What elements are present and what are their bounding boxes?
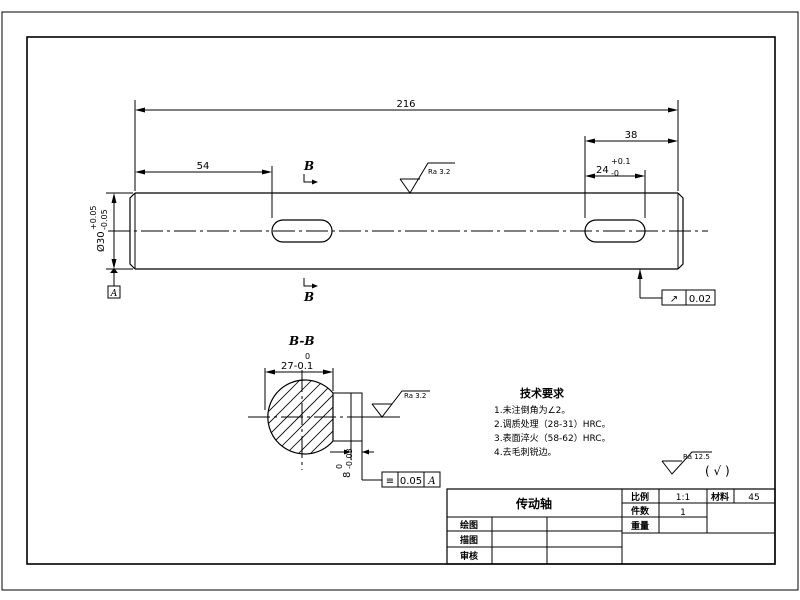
outer-border [1,11,799,591]
svg-text:0: 0 [305,352,310,361]
svg-text:材料: 材料 [710,491,729,503]
svg-text:27-0.1: 27-0.1 [281,361,313,372]
tech-requirements: 技术要求 1.未注倒角为∠2。 2.调质处理（28-31）HRC。 3.表面淬火… [494,386,611,458]
title-block: 传动轴 比例 1:1 材料 45 件数 1 重量 绘图 描图 审核 [446,488,776,565]
svg-text:≡: ≡ [386,476,394,487]
section-view: B-B [248,334,400,470]
roughness-keyway: Ra 3.2 [362,390,430,418]
svg-text:B-B: B-B [288,334,315,348]
dim-section-width: 27-0.1 0 [264,352,334,410]
runout-tolerance: ↗ 0.02 [637,269,716,306]
section-outline [267,379,334,455]
tech-item-4: 4.去毛刺锐边。 [494,446,557,458]
dim-diameter: Ø30 +0.05 -0.05 [89,192,133,270]
svg-text:-0.03: -0.03 [345,448,354,469]
svg-text:-0.05: -0.05 [100,209,109,230]
svg-text:45: 45 [748,493,759,503]
svg-text:B: B [303,159,314,173]
part-name: 传动轴 [515,496,552,511]
section-marker-top: B [303,159,318,185]
svg-text:描图: 描图 [460,534,478,546]
svg-text:A: A [427,476,435,487]
dim-left-offset: 54 [135,161,273,218]
svg-text:Ø30: Ø30 [95,231,107,252]
svg-text:↗: ↗ [670,294,678,305]
datum-a-main: A [107,268,121,299]
svg-text:绘图: 绘图 [460,519,478,531]
svg-text:审核: 审核 [460,550,478,562]
svg-text:( √ ): ( √ ) [705,464,730,478]
svg-text:Ra 12.5: Ra 12.5 [683,453,710,461]
svg-text:+0.1: +0.1 [611,157,630,166]
svg-text:+0.05: +0.05 [89,205,98,230]
svg-text:8: 8 [342,472,353,478]
svg-text:0.05: 0.05 [400,476,422,487]
svg-text:24: 24 [596,165,609,176]
symmetry-tolerance: ≡ 0.05 A [362,471,441,488]
tech-item-3: 3.表面淬火（58-62）HRC。 [494,432,611,444]
svg-text:-0: -0 [611,169,619,178]
svg-text:54: 54 [197,161,210,172]
svg-text:0.02: 0.02 [689,294,711,305]
svg-text:Ra 3.2: Ra 3.2 [404,392,426,400]
svg-text:A: A [110,289,118,299]
roughness-main: Ra 3.2 [399,162,455,194]
svg-text:B: B [303,290,314,304]
svg-text:比例: 比例 [631,491,649,503]
tech-item-2: 2.调质处理（28-31）HRC。 [494,418,611,430]
keyway-left [271,219,333,243]
svg-text:1: 1 [680,508,686,518]
tech-title: 技术要求 [520,386,565,400]
svg-text:重量: 重量 [631,520,649,532]
keyway-right [584,219,646,243]
dim-keyway-length: 24 +0.1 -0 [585,157,646,218]
section-marker-bottom: B [303,278,318,304]
roughness-general: Ra 12.5 ( √ ) [661,451,730,478]
dim-overall-length: 216 [134,99,679,191]
svg-text:Ra 3.2: Ra 3.2 [428,168,450,176]
svg-text:1:1: 1:1 [676,493,690,503]
svg-text:38: 38 [625,130,638,141]
svg-text:216: 216 [396,99,415,110]
svg-text:0: 0 [335,464,344,469]
dim-keyway-depth: 8 0 -0.03 [330,441,374,480]
tech-item-1: 1.未注倒角为∠2。 [494,404,570,416]
dim-right-offset: 38 [584,130,678,218]
svg-text:件数: 件数 [631,505,650,517]
shaft-main-view [108,192,708,270]
inner-border [26,36,776,565]
